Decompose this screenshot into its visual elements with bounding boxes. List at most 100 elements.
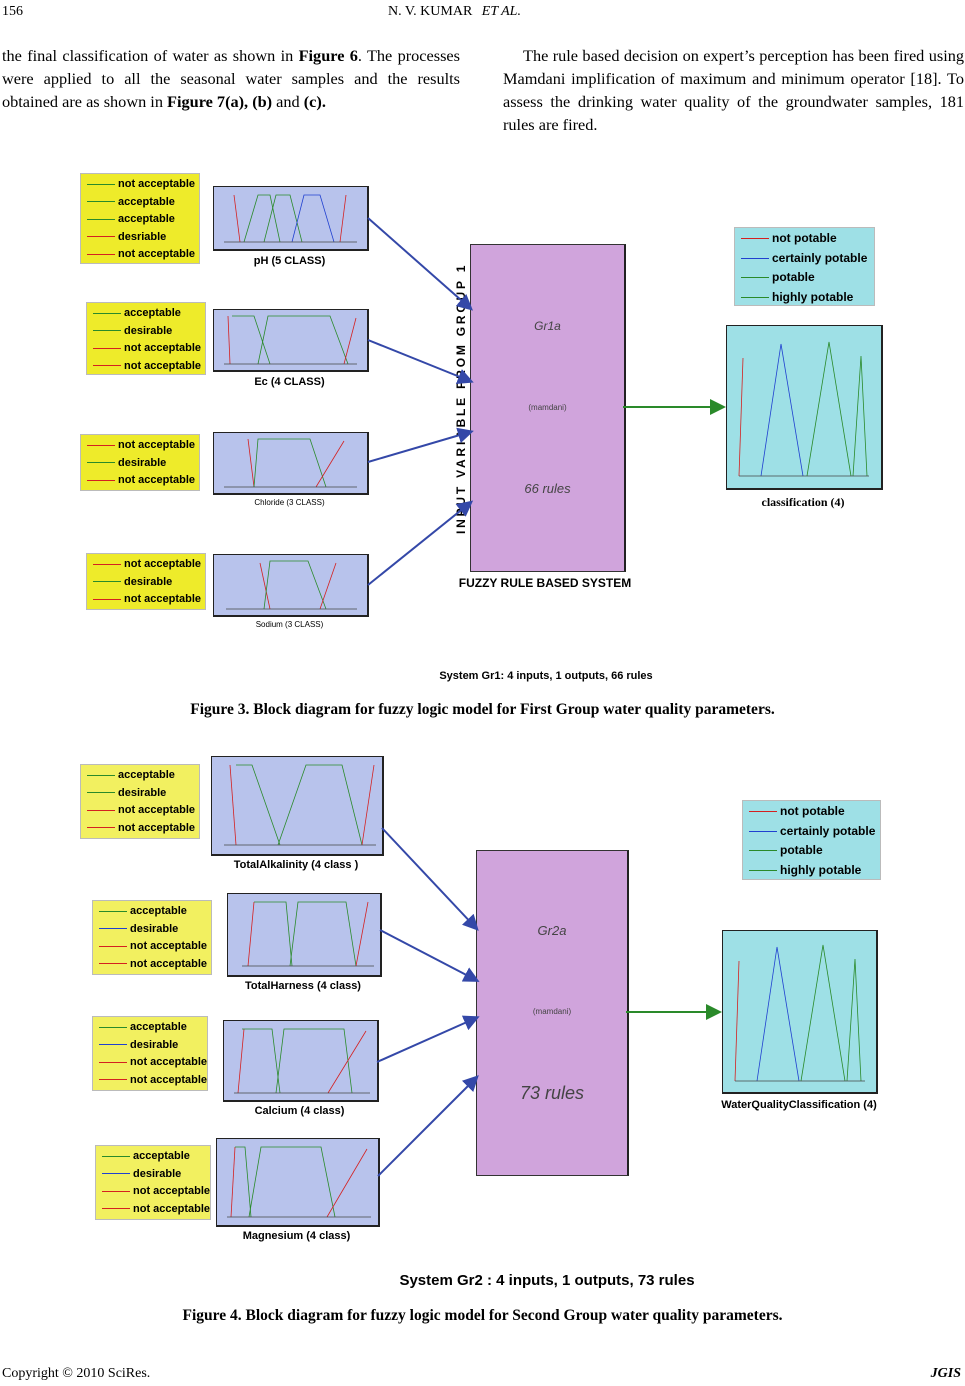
legend-label: acceptable bbox=[130, 905, 187, 917]
legend-entry: desirable bbox=[93, 325, 172, 337]
legend-line-swatch bbox=[102, 1208, 130, 1210]
legend-label: not acceptable bbox=[118, 474, 196, 486]
figure-4-caption: Figure 4. Block diagram for fuzzy logic … bbox=[182, 1307, 783, 1324]
legend-entry: desirable bbox=[87, 787, 166, 799]
legend-ph: not acceptable acceptable acceptable desria… bbox=[80, 173, 200, 264]
legend-total-alkalinity: acceptable desirable not acceptable not acc… bbox=[80, 764, 200, 839]
legend-line-swatch bbox=[741, 277, 769, 279]
legend-label: desirable bbox=[118, 456, 167, 469]
legend-entry: desirable bbox=[102, 1168, 181, 1180]
legend-label: desirable bbox=[133, 1167, 182, 1180]
body-left-column: the final classification of water as sho… bbox=[2, 44, 460, 113]
legend-label: certainly potable bbox=[772, 250, 868, 265]
caption-sodium: Sodium (3 CLASS) bbox=[255, 620, 324, 629]
legend-label: not acceptable bbox=[124, 593, 202, 605]
legend-line-swatch bbox=[87, 183, 115, 185]
legend-label: desirable bbox=[130, 1038, 179, 1051]
rule-block-gr2a: Gr2a (mamdani) 73 rules bbox=[476, 850, 629, 1176]
body-text-segment: and bbox=[272, 92, 304, 111]
legend-line-swatch bbox=[99, 1079, 127, 1081]
legend-entry: not potable bbox=[749, 804, 845, 818]
legend-line-swatch bbox=[87, 253, 115, 255]
legend-label: not acceptable bbox=[118, 178, 196, 190]
legend-entry: not acceptable bbox=[99, 1074, 207, 1086]
legend-line-swatch bbox=[749, 830, 777, 832]
legend-entry: acceptable bbox=[87, 196, 175, 208]
legend-line-swatch bbox=[87, 792, 115, 794]
system-label-gr2: System Gr2 : 4 inputs, 1 outputs, 73 rul… bbox=[399, 1272, 695, 1289]
legend-label: acceptable bbox=[118, 195, 175, 208]
legend-label: certainly potable bbox=[780, 823, 876, 838]
caption-water-quality: WaterQualityClassification (4) bbox=[721, 1099, 877, 1111]
legend-entry: desriable bbox=[87, 231, 166, 243]
legend-ec: acceptable desirable not acceptable not acc… bbox=[86, 302, 206, 375]
legend-label: not acceptable bbox=[124, 342, 202, 354]
caption-ec: Ec (4 CLASS) bbox=[254, 376, 325, 388]
legend-line-swatch bbox=[87, 218, 115, 220]
legend-line-swatch bbox=[749, 811, 777, 813]
legend-line-swatch bbox=[87, 774, 115, 776]
legend-line-swatch bbox=[87, 827, 115, 829]
legend-label: not acceptable bbox=[130, 940, 208, 952]
legend-line-swatch bbox=[99, 1026, 127, 1028]
legend-label: potable bbox=[780, 843, 823, 857]
body-text-segment: the final classification of water as sho… bbox=[2, 46, 299, 65]
legend-entry: not acceptable bbox=[87, 804, 195, 816]
legend-entry: not acceptable bbox=[87, 822, 195, 834]
legend-entry: acceptable bbox=[87, 213, 175, 225]
caption-magnesium: Magnesium (4 class) bbox=[242, 1230, 351, 1242]
legend-entry: not acceptable bbox=[87, 439, 195, 451]
legend-line-swatch bbox=[102, 1173, 130, 1175]
legend-line-swatch bbox=[87, 236, 115, 238]
legend-label: desirable bbox=[124, 575, 173, 588]
rule-block-method: (mamdani) bbox=[528, 403, 567, 412]
rule-block-name: Gr1a bbox=[534, 319, 561, 333]
legend-label: not acceptable bbox=[130, 957, 208, 970]
mf-plot-ec bbox=[213, 309, 369, 372]
system-label-gr1: System Gr1: 4 inputs, 1 outputs, 66 rule… bbox=[439, 670, 653, 682]
legend-line-swatch bbox=[93, 365, 121, 367]
figure-3-caption: Figure 3. Block diagram for fuzzy logic … bbox=[190, 701, 775, 718]
legend-entry: highly potable bbox=[741, 290, 853, 304]
legend-label: not acceptable bbox=[124, 359, 202, 372]
output-plot-classification bbox=[726, 325, 883, 490]
legend-line-swatch bbox=[99, 928, 127, 930]
legend-entry: certainly potable bbox=[741, 251, 867, 265]
legend-entry: acceptable bbox=[93, 307, 181, 319]
legend-entry: desirable bbox=[93, 576, 172, 588]
running-title-etal: ET AL. bbox=[481, 4, 521, 19]
legend-line-swatch bbox=[87, 809, 115, 811]
mf-plot-sodium bbox=[213, 554, 369, 617]
body-right-column: The rule based decision on expert’s perc… bbox=[503, 46, 964, 134]
caption-ph: pH (5 CLASS) bbox=[253, 255, 326, 267]
legend-label: not acceptable bbox=[118, 439, 196, 451]
legend-label: not acceptable bbox=[133, 1202, 211, 1215]
legend-entry: acceptable bbox=[87, 769, 175, 781]
legend-line-swatch bbox=[87, 479, 115, 481]
caption-calcium: Calcium (4 class) bbox=[254, 1105, 345, 1117]
legend-chloride: not acceptable desirable not acceptable bbox=[80, 434, 200, 491]
running-title-author: N. V. KUMAR bbox=[388, 4, 473, 19]
legend-entry: not acceptable bbox=[102, 1185, 210, 1197]
rule-block-gr1a: Gr1a (mamdani) 66 rules bbox=[470, 244, 626, 572]
legend-entry: not acceptable bbox=[87, 178, 195, 190]
body-text-segment: Figure 6 bbox=[298, 46, 358, 65]
legend-line-swatch bbox=[99, 945, 127, 947]
footer-copyright: Copyright © 2010 SciRes. bbox=[2, 1366, 151, 1381]
legend-entry: not acceptable bbox=[93, 342, 201, 354]
legend-line-swatch bbox=[87, 444, 115, 446]
legend-label: acceptable bbox=[118, 769, 175, 781]
legend-line-swatch bbox=[99, 1044, 127, 1046]
body-text-segment: Figure 7(a), (b) bbox=[167, 92, 273, 111]
caption-classification: classification (4) bbox=[761, 495, 845, 509]
legend-label: desriable bbox=[118, 230, 167, 243]
legend-line-swatch bbox=[99, 963, 127, 965]
legend-entry: potable bbox=[741, 270, 815, 284]
mf-plot-total-hardness bbox=[227, 893, 382, 977]
legend-entry: not acceptable bbox=[99, 958, 207, 970]
legend-entry: desirable bbox=[87, 457, 166, 469]
caption-chloride: Chloride (3 CLASS) bbox=[254, 498, 325, 507]
rule-block-rules: 66 rules bbox=[524, 481, 571, 496]
